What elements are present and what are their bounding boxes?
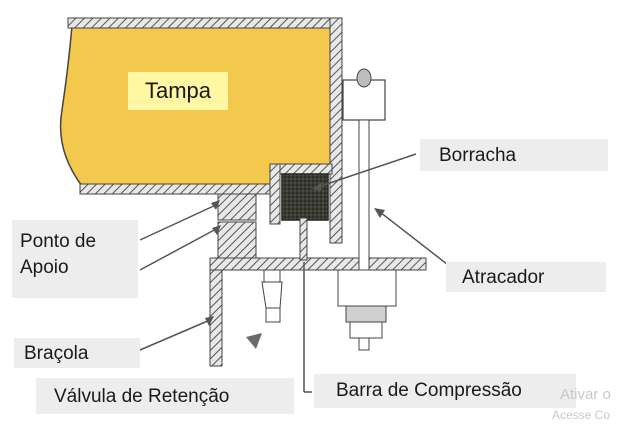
- valvula-arrow: [246, 333, 262, 349]
- barra-label-box: [314, 374, 576, 408]
- bracola-label-box: [14, 338, 140, 368]
- bracola-flange: [209, 257, 427, 271]
- apoio-label-line2: Apoio: [20, 257, 69, 278]
- apoio-block-upper: [217, 193, 257, 221]
- atracador-label-box: [446, 262, 606, 292]
- borracha-seal: [281, 173, 329, 221]
- valvula-retencao: [261, 269, 283, 323]
- bracola-label: Braçola: [24, 343, 89, 364]
- tampa-right-wall: [329, 17, 343, 244]
- apoio-label-box: [12, 220, 138, 298]
- barra-compressao: [299, 217, 308, 261]
- tampa-label: Tampa: [128, 72, 228, 110]
- valvula-label-box: [36, 378, 294, 414]
- valvula-label: Válvula de Retenção: [54, 386, 230, 407]
- atracador-cleat: [337, 68, 397, 351]
- borracha-label-box: [420, 139, 608, 171]
- watermark-line1: Ativar o: [560, 386, 611, 403]
- apoio-block-lower: [217, 221, 257, 259]
- bracola-plate: [209, 257, 223, 367]
- apoio-label-line1: Ponto de: [20, 231, 97, 252]
- tampa-top-plate: [67, 17, 341, 29]
- tampa-bottom-plate: [79, 183, 281, 195]
- barra-label: Barra de Compressão: [336, 380, 522, 401]
- watermark-line2: Acesse Co: [552, 408, 611, 422]
- tampa-step-wall: [269, 163, 281, 225]
- atracador-label: Atracador: [462, 267, 545, 288]
- borracha-label: Borracha: [439, 145, 517, 166]
